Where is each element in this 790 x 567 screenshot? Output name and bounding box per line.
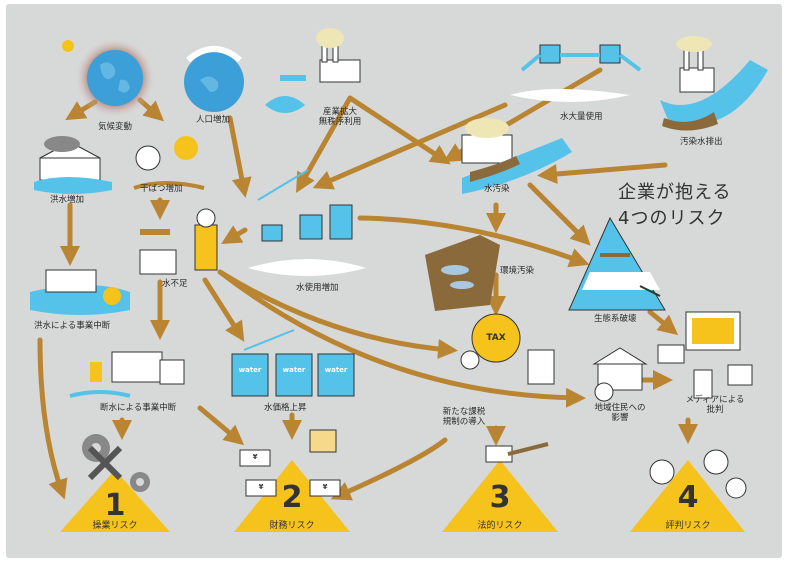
- sun-icon: [62, 40, 74, 52]
- drought-illustration: [133, 136, 205, 190]
- risk3-label: 法的リスク: [477, 521, 523, 531]
- label-water-use-increase: 水使用増加: [296, 283, 339, 293]
- label-polluted-discharge: 汚染水排出: [680, 137, 723, 147]
- label-env-pollution: 環境汚染: [500, 266, 535, 276]
- title-line-2: 4つのリスク: [618, 208, 726, 230]
- crowd-icon: [649, 449, 747, 499]
- label-new-tax-regulation: 新たな課税 規制の導入: [442, 407, 486, 427]
- polluted-discharge-illustration: [660, 36, 768, 131]
- local-residents-illustration: [592, 347, 648, 402]
- label-water-pollution: 水汚染: [484, 184, 510, 194]
- flood-disruption-illustration: [30, 269, 130, 315]
- water-price-illustration: [231, 329, 355, 397]
- risk1-label: 操業リスク: [92, 521, 138, 531]
- label-local-residents: 地域住民への 影響: [594, 403, 646, 423]
- arrow-shortage-price: [202, 277, 245, 342]
- label-flood-disruption: 洪水による事業中断: [34, 321, 111, 331]
- gavel-icon: [485, 442, 549, 463]
- risk-triangles: [60, 460, 745, 532]
- arrow-shortage-tax: [217, 269, 458, 359]
- env-pollution-illustration: [425, 235, 500, 311]
- arrow-shortage-local: [217, 269, 586, 408]
- label-water-shortage: 水不足: [162, 279, 188, 289]
- risk4-number: 4: [677, 480, 699, 515]
- water-bottle-text-3: water: [324, 366, 348, 374]
- water-cut-illustration: [69, 351, 185, 398]
- label-media-criticism: メディアによる 批判: [685, 395, 745, 415]
- risk2-triangle: [234, 460, 350, 532]
- tax-text: TAX: [486, 333, 506, 343]
- arrow-discharge-pollution: [537, 162, 668, 184]
- arrow-tax-risk2: [330, 437, 448, 501]
- ecosystem-pyramid-illustration: [568, 216, 666, 311]
- flying-money-icon: [239, 429, 341, 497]
- flood-illustration: [34, 136, 112, 194]
- label-ecosystem-destruction: 生態系破壊: [594, 314, 637, 324]
- arrow-industry-wateruse: [296, 95, 353, 193]
- media-illustration: [657, 311, 753, 399]
- tax-illustration: [460, 313, 555, 385]
- water-shortage-illustration: [139, 208, 218, 275]
- risk2-number: 2: [281, 480, 303, 515]
- risk3-triangle: [442, 460, 558, 532]
- risk3-number: 3: [489, 480, 511, 515]
- water-bottle-text-2: water: [282, 366, 306, 374]
- arrow-wateruse-shortage: [221, 225, 248, 245]
- yen-text-1: ¥: [252, 453, 258, 461]
- population-earth-illustration: [184, 46, 244, 112]
- risk1-triangle: [60, 470, 170, 532]
- arrow-wateruse-eco: [357, 215, 590, 268]
- arrow-cut-risk2: [197, 405, 245, 446]
- arrow-flooddisrupt-risk1: [37, 337, 68, 500]
- mass-water-use-illustration: [510, 44, 642, 102]
- risk4-label: 評判リスク: [665, 521, 711, 531]
- yen-text-2: ¥: [258, 483, 264, 491]
- arrow-industry-pollution: [347, 95, 451, 165]
- arrow-pollution-eco: [527, 182, 591, 246]
- cross-icon: [87, 445, 123, 481]
- title-line-1: 企業が抱える: [618, 182, 732, 203]
- arrow-population-wateruse: [227, 115, 252, 198]
- label-water-cut-disruption: 断水による事業中断: [100, 403, 177, 413]
- water-use-increase-illustration: [248, 169, 366, 276]
- label-drought-increase: 干ばつ増加: [140, 184, 183, 194]
- climate-earth-illustration: [62, 38, 155, 118]
- label-flood-increase: 洪水増加: [50, 195, 85, 205]
- industry-factory-illustration: [265, 28, 361, 113]
- risk1-number: 1: [104, 488, 126, 523]
- yen-text-3: ¥: [322, 483, 328, 491]
- risk4-triangle: [630, 460, 745, 532]
- diagram-title: 企業が抱える 4つのリスク: [618, 180, 731, 232]
- label-climate-change: 気候変動: [98, 122, 133, 132]
- label-industry-expansion: 産業拡大 無秩序利用: [318, 107, 362, 127]
- gear-icon: [82, 434, 150, 492]
- flow-arrows: [37, 67, 698, 501]
- water-pollution-illustration: [461, 118, 572, 194]
- label-water-mass-use: 水大量使用: [560, 112, 603, 122]
- water-bottle-text-1: water: [238, 366, 262, 374]
- risk2-label: 財務リスク: [269, 521, 315, 531]
- label-water-price-rise: 水価格上昇: [264, 403, 307, 413]
- arrow-massuse-wateruse: [312, 102, 508, 190]
- label-population-growth: 人口増加: [196, 115, 231, 125]
- arrow-eco-media: [647, 309, 679, 336]
